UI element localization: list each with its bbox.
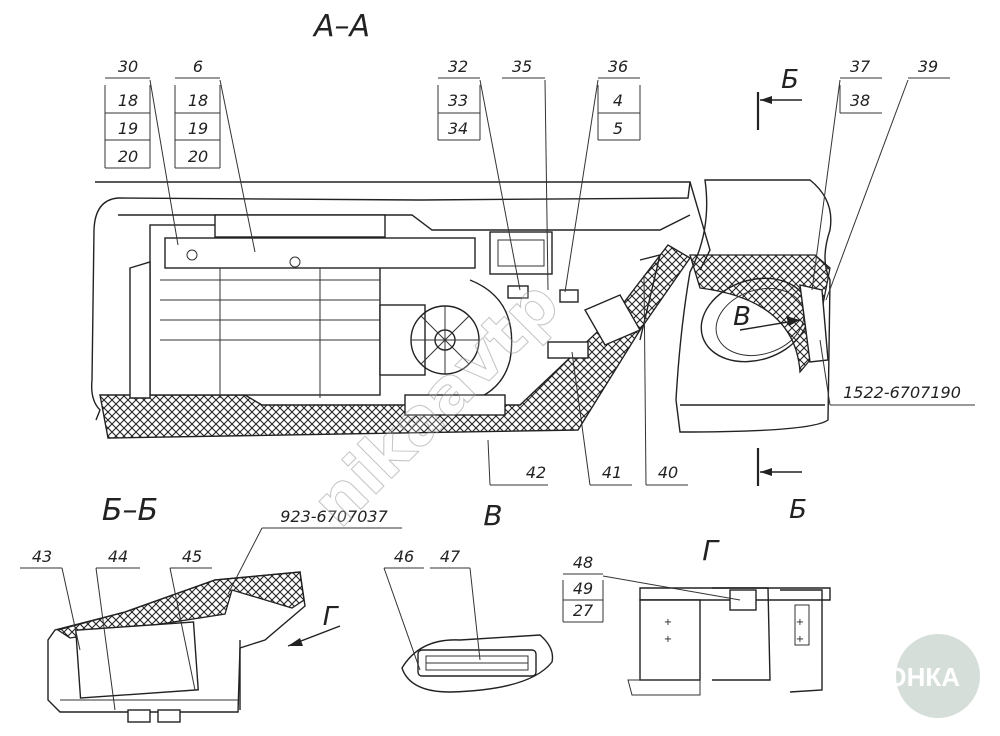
callout-36: 36 [608,57,628,76]
callout-43: 43 [32,547,52,566]
callout-49: 49 [573,579,593,598]
callout-35: 35 [512,57,532,76]
callout-4: 4 [613,91,623,110]
callout-6: 6 [193,57,203,76]
title-section-aa: А–А [312,9,370,44]
callout-33: 33 [448,91,468,110]
view-g-detail: + + + + [562,573,831,696]
callout-48: 48 [573,553,593,572]
callout-20b: 20 [188,147,208,166]
labels: А–А Б–Б В Г Г Б Б В 30 18 19 20 6 18 19 … [32,9,961,632]
callout-19b: 19 [188,119,208,138]
callout-19a: 19 [118,119,138,138]
callout-30: 30 [118,57,138,76]
callout-32: 32 [448,57,468,76]
title-view-g: Г [702,534,720,567]
section-aa-assembly [90,179,832,439]
cut-line-bb [756,92,802,486]
callout-38: 38 [850,91,870,110]
air-duct-box [489,231,553,275]
callout-47: 47 [440,547,461,566]
callout-20a: 20 [118,147,138,166]
callout-41: 41 [602,463,622,482]
section-bb [20,527,402,723]
callout-18a: 18 [118,91,138,110]
logo-text: АГРОНКА [836,662,960,692]
arrow-label-g: Г [323,602,340,632]
title-section-bb: Б–Б [102,493,158,528]
view-v-arrow-label: В [733,302,751,332]
cut-mark-bottom: Б [789,495,807,525]
callout-39: 39 [918,57,938,76]
callout-18b: 18 [188,91,208,110]
callout-5: 5 [613,119,623,138]
svg-text:+: + [664,634,672,645]
callout-34: 34 [448,119,468,138]
sensor-block [584,294,641,346]
svg-text:+: + [664,617,672,628]
filter-element [75,621,199,699]
callout-tables [104,77,975,486]
insulation-floor [99,244,692,439]
agronka-logo: АГРОНКА [836,634,980,718]
svg-text:+: + [796,617,804,628]
view-v-detail [383,567,554,693]
part-number-923: 923-6707037 [280,507,388,526]
svg-text:+: + [796,634,804,645]
callout-42: 42 [526,463,546,482]
callout-27: 27 [573,601,594,620]
title-view-v: В [483,499,502,532]
cut-mark-top: Б [781,65,799,95]
callout-44: 44 [108,547,128,566]
mounting-bracket [164,237,476,269]
part-number-1522: 1522-6707190 [843,383,961,402]
view-v-frame [675,179,832,433]
callout-45: 45 [182,547,202,566]
clamp [729,589,757,611]
callout-40: 40 [658,463,678,482]
callout-37: 37 [850,57,871,76]
callout-46: 46 [394,547,414,566]
